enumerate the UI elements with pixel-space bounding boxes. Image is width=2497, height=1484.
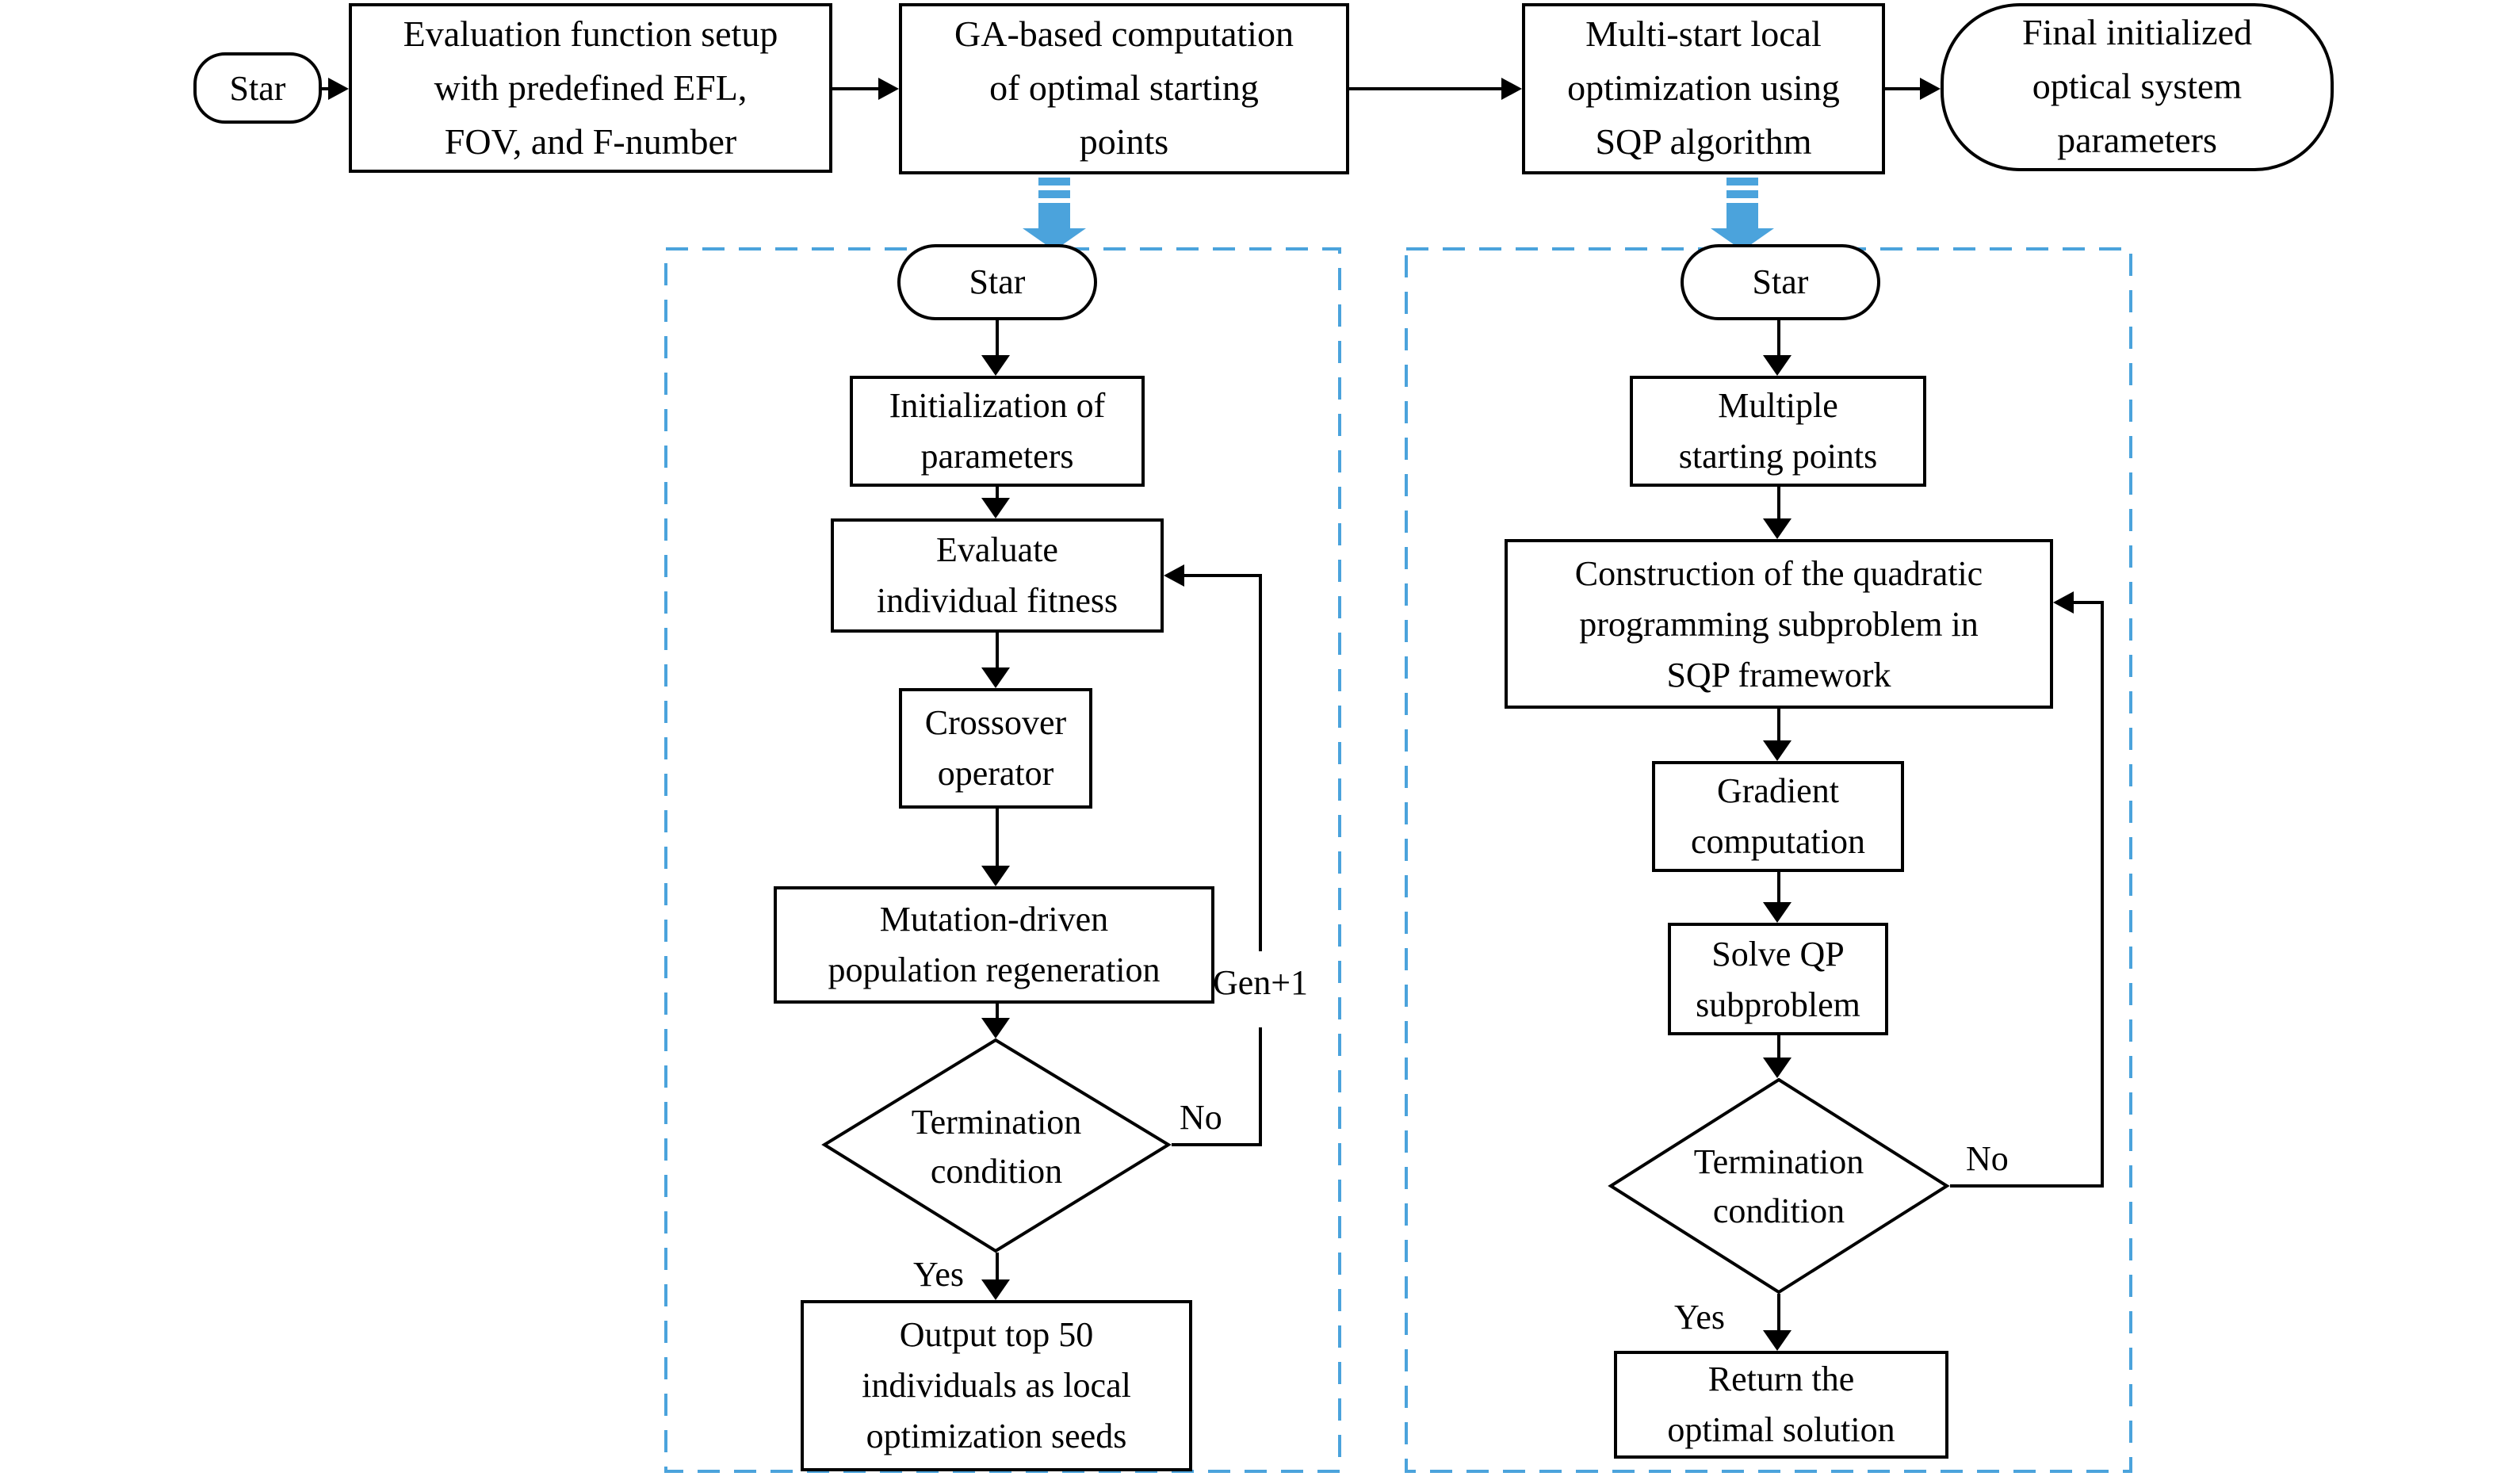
arrowhead-icon xyxy=(1763,1330,1791,1351)
sqp-termination-diamond: Termination condition xyxy=(1608,1078,1950,1294)
arrowhead-icon xyxy=(328,78,349,100)
multiple-starting-points-box: Multiple starting points xyxy=(1630,376,1926,487)
arrowhead-icon xyxy=(1164,564,1184,587)
arrowhead-icon xyxy=(981,498,1010,518)
connector-line xyxy=(1777,487,1780,520)
sqp-termination-label: Termination condition xyxy=(1693,1142,1864,1230)
arrowhead-icon xyxy=(878,78,899,100)
arrowhead-icon xyxy=(2053,591,2074,614)
multi-start-box: Multi-start local optimization using SQP… xyxy=(1522,3,1885,174)
striped-down-arrow-icon xyxy=(1711,178,1774,251)
striped-down-arrow-icon xyxy=(1023,178,1086,251)
sqp-yes-label: Yes xyxy=(1674,1297,1726,1337)
crossover-operator-box: Crossover operator xyxy=(899,688,1092,809)
connector-line xyxy=(1172,1143,1262,1146)
ga-termination-diamond: Termination condition xyxy=(821,1038,1172,1253)
ga-yes-label: Yes xyxy=(913,1254,965,1294)
arrowhead-icon xyxy=(981,1018,1010,1038)
start-terminator: Star xyxy=(193,52,322,124)
connector-line xyxy=(2072,601,2104,604)
connector-line xyxy=(996,1253,999,1281)
connector-line xyxy=(1950,1184,2104,1188)
ga-no-label: No xyxy=(1180,1097,1222,1137)
init-parameters-box: Initialization of parameters xyxy=(850,376,1145,487)
arrowhead-icon xyxy=(1763,902,1791,923)
connector-line xyxy=(1777,1294,1780,1332)
arrowhead-icon xyxy=(1763,518,1791,539)
arrowhead-icon xyxy=(1763,355,1791,376)
connector-line xyxy=(1777,1035,1780,1059)
ga-termination-label: Termination condition xyxy=(911,1101,1082,1190)
connector-line xyxy=(1885,87,1922,90)
arrowhead-icon xyxy=(981,355,1010,376)
gen-plus-1-label: Gen+1 xyxy=(1212,962,1309,1002)
evaluate-fitness-box: Evaluate individual fitness xyxy=(831,518,1164,633)
final-terminator: Final initialized optical system paramet… xyxy=(1941,3,2334,171)
arrowhead-icon xyxy=(1763,740,1791,761)
connector-line xyxy=(996,809,999,867)
connector-line xyxy=(1259,1027,1262,1146)
mutation-regeneration-box: Mutation-driven population regeneration xyxy=(774,886,1214,1004)
arrowhead-icon xyxy=(1920,78,1941,100)
connector-line xyxy=(1183,574,1262,577)
ga-start-terminator: Star xyxy=(897,244,1097,320)
return-solution-box: Return the optimal solution xyxy=(1614,1351,1948,1459)
connector-line xyxy=(2101,601,2104,1188)
connector-line xyxy=(1349,87,1503,90)
arrowhead-icon xyxy=(1501,78,1522,100)
connector-line xyxy=(832,87,881,90)
eval-function-box: Evaluation function setup with predefine… xyxy=(349,3,832,173)
sqp-no-label: No xyxy=(1966,1138,2009,1178)
connector-line xyxy=(1777,709,1780,742)
connector-line xyxy=(1259,574,1262,951)
arrowhead-icon xyxy=(981,667,1010,688)
connector-line xyxy=(996,320,999,357)
sqp-panel xyxy=(1405,247,2132,1473)
arrowhead-icon xyxy=(981,1279,1010,1300)
connector-line xyxy=(996,633,999,669)
gradient-computation-box: Gradient computation xyxy=(1652,761,1904,872)
connector-line xyxy=(1777,320,1780,357)
connector-line xyxy=(996,487,999,499)
output-seeds-box: Output top 50 individuals as local optim… xyxy=(801,1300,1192,1471)
arrowhead-icon xyxy=(1763,1058,1791,1078)
ga-computation-box: GA-based computation of optimal starting… xyxy=(899,3,1349,174)
sqp-start-terminator: Star xyxy=(1681,244,1880,320)
solve-qp-box: Solve QP subproblem xyxy=(1668,923,1888,1035)
connector-line xyxy=(1777,872,1780,904)
connector-line xyxy=(996,1004,999,1019)
qp-construction-box: Construction of the quadratic programmin… xyxy=(1505,539,2053,709)
arrowhead-icon xyxy=(981,866,1010,886)
